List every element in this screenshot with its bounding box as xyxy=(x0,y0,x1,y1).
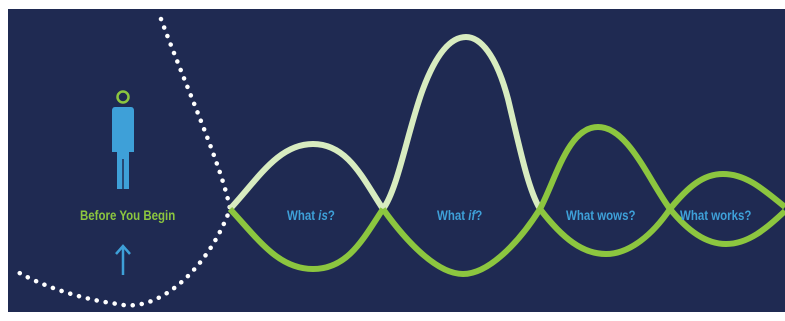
diagram-panel xyxy=(8,9,785,312)
label-what-if-suffix: ? xyxy=(475,207,483,223)
wave-what-is-lower xyxy=(227,206,386,273)
wave-what-wows-upper xyxy=(537,123,673,211)
wave-what-works-upper xyxy=(667,170,785,211)
label-what-wows: What wows? xyxy=(566,207,636,223)
dotted-curve xyxy=(13,16,233,308)
label-what-if-prefix: What xyxy=(437,207,469,223)
label-what-is-em: is xyxy=(318,207,328,223)
wave-what-wows-lower xyxy=(537,207,673,258)
wave-what-if-upper xyxy=(380,33,543,211)
label-what-if: What if? xyxy=(437,207,482,223)
wave-what-is-upper xyxy=(227,140,386,212)
label-before-you-begin: Before You Begin xyxy=(80,207,176,223)
label-what-if-em: if xyxy=(468,207,476,223)
label-what-is-suffix: ? xyxy=(327,207,335,223)
person-icon xyxy=(112,90,134,189)
wave-what-if-lower xyxy=(380,207,543,278)
label-what-works: What works? xyxy=(680,207,752,223)
label-what-is-prefix: What xyxy=(287,207,319,223)
wave-what-works-lower xyxy=(667,207,785,248)
up-arrow-icon xyxy=(115,244,131,275)
label-what-is: What is? xyxy=(287,207,335,223)
panel-background xyxy=(8,9,785,312)
